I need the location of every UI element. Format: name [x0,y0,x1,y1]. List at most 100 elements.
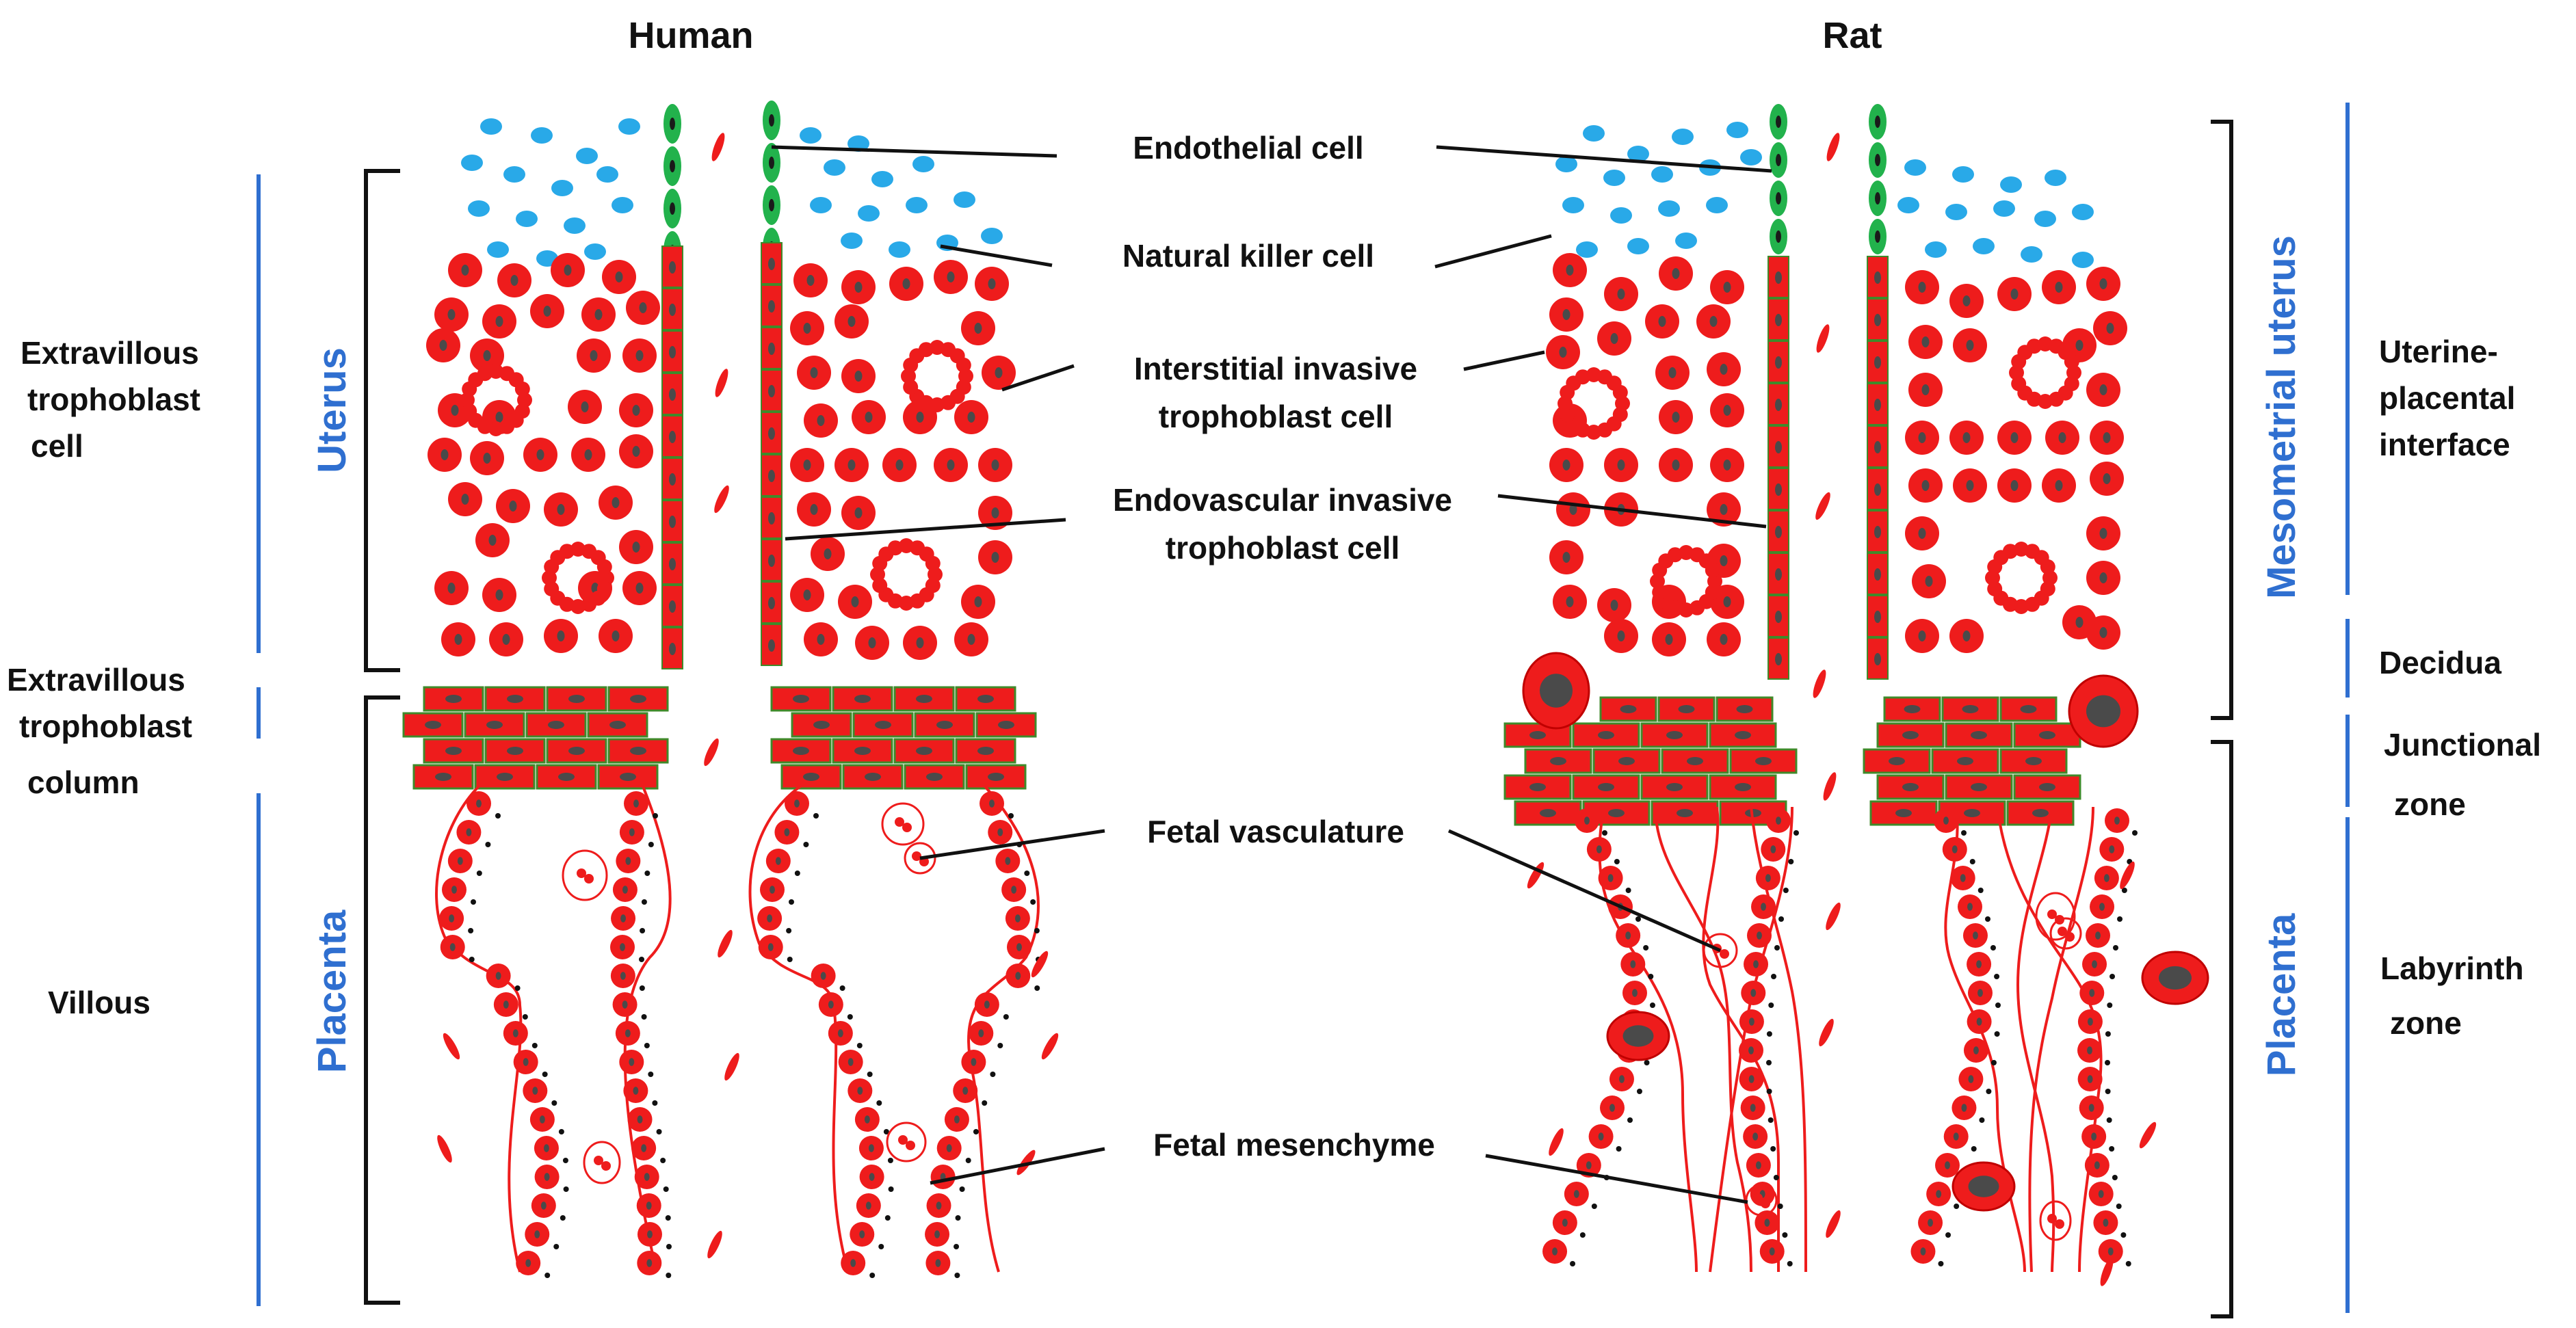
mesenchyme-dot [666,1273,672,1278]
cell-nucleus [447,309,456,320]
cell-nucleus [486,721,503,729]
mesenchyme-dot [2106,1117,2112,1123]
mesenchyme-dot [955,1215,961,1221]
endothelial-nucleus [1776,154,1781,166]
nk-cell [954,191,975,208]
nk-cell [824,159,845,176]
fetal-vasc-pointer-human [919,829,1105,860]
nk-cell [584,243,606,260]
cell-nucleus [1936,1190,1942,1198]
cell-nucleus [451,886,457,894]
cell-nucleus [991,460,999,470]
cell-nucleus [1529,731,1546,739]
cell-nucleus [1921,336,1930,347]
cell-nucleus [1750,989,1757,997]
cell-nucleus [1920,1247,1926,1256]
cell-nucleus [1874,441,1881,453]
cell-nucleus [1720,634,1728,645]
fetal-vessel [881,802,925,846]
cell-nucleus [1672,460,1680,470]
mesenchyme-dot [1024,871,1030,876]
ring-cell [1612,384,1628,400]
cell-nucleus [1748,1018,1754,1026]
vessel-slash [1819,1018,1834,1047]
mesenchyme-dot [1766,1060,1772,1065]
cell-nucleus [625,857,631,865]
cell-nucleus [1735,731,1751,739]
cell-nucleus [971,1058,977,1066]
mesenchyme-dot [1990,1060,1997,1065]
mesenchyme-dot [514,985,521,991]
rat-endothelial-cells [1770,104,1887,254]
cell-nucleus [2055,480,2063,491]
nk-cell [487,241,509,258]
nk-pointer-rat [1434,234,1552,269]
nk-cell [871,171,893,187]
uterus-bracket [364,169,400,672]
cell-nucleus [768,343,775,355]
human-vessel-slashes [437,133,1059,1259]
column-cell [770,738,832,764]
cell-nucleus [1677,809,1693,817]
cell-nucleus [441,449,449,460]
mesenchyme-dot [2120,1232,2127,1238]
mesenchyme-dot [1994,1031,2000,1037]
labyrinth-channel [2028,806,2094,1273]
nk-cell [516,211,538,227]
mesenchyme-dot [1788,859,1794,864]
cell-nucleus [669,388,676,401]
human-cell-rings [460,340,973,614]
ring-cell [514,381,530,397]
cell-nucleus [1971,783,1987,791]
cell-nucleus [768,470,775,482]
cell-nucleus [810,367,818,378]
fetal-vessel [2049,917,2082,950]
cell-nucleus [989,799,995,808]
mesenchyme-dot [954,1273,960,1278]
mesenchyme-dot [1777,1204,1783,1209]
cell-nucleus [1918,630,1926,641]
vessel-slash [1016,1150,1036,1176]
cell-nucleus [988,278,996,289]
cell-nucleus [548,721,564,729]
cell-nucleus [509,501,517,512]
fetal-rbc [577,868,586,878]
cell-nucleus [495,589,503,600]
cell-nucleus [847,316,856,327]
rat-nk-cells [1555,122,2094,268]
column-cell [1503,774,1572,800]
mesenchyme-dot [1971,1146,1977,1152]
column-cell [1572,774,1640,800]
evt-cell-label-line3: cell [31,428,83,464]
column-cell [1876,722,1945,748]
evt-column-label-line2: trophoblast [19,708,192,744]
cell-nucleus [935,1259,941,1267]
cell-nucleus [2010,480,2019,491]
nk-cell [1897,197,1919,213]
nk-cell [1675,233,1697,249]
interstitial-pointer-human [1001,364,1075,392]
left-region-markers: Uterus Placenta [257,174,354,1306]
cell-nucleus [2025,757,2042,765]
cell-nucleus [1753,960,1759,968]
mesenchyme-dot [495,813,501,819]
cell-nucleus [1895,809,1912,817]
nk-cell [1603,170,1625,186]
placenta-region-label: Placenta [310,909,354,1073]
vessel-slash [1815,492,1830,520]
mesenchyme-dot [1945,1232,1951,1238]
cell-nucleus [1666,731,1683,739]
vessel-slash [443,1033,460,1060]
cell-nucleus [2103,874,2110,882]
cell-nucleus [629,1058,635,1066]
nk-cell [2000,176,2022,193]
cell-nucleus [2087,1075,2093,1083]
labyrinth-channel [1654,806,1752,1273]
cell-nucleus [810,504,818,515]
fetal-vessel [583,1141,621,1184]
cell-nucleus [1962,630,1971,641]
cell-nucleus [817,415,825,426]
cell-nucleus [847,460,856,470]
nk-cell [1627,146,1649,162]
